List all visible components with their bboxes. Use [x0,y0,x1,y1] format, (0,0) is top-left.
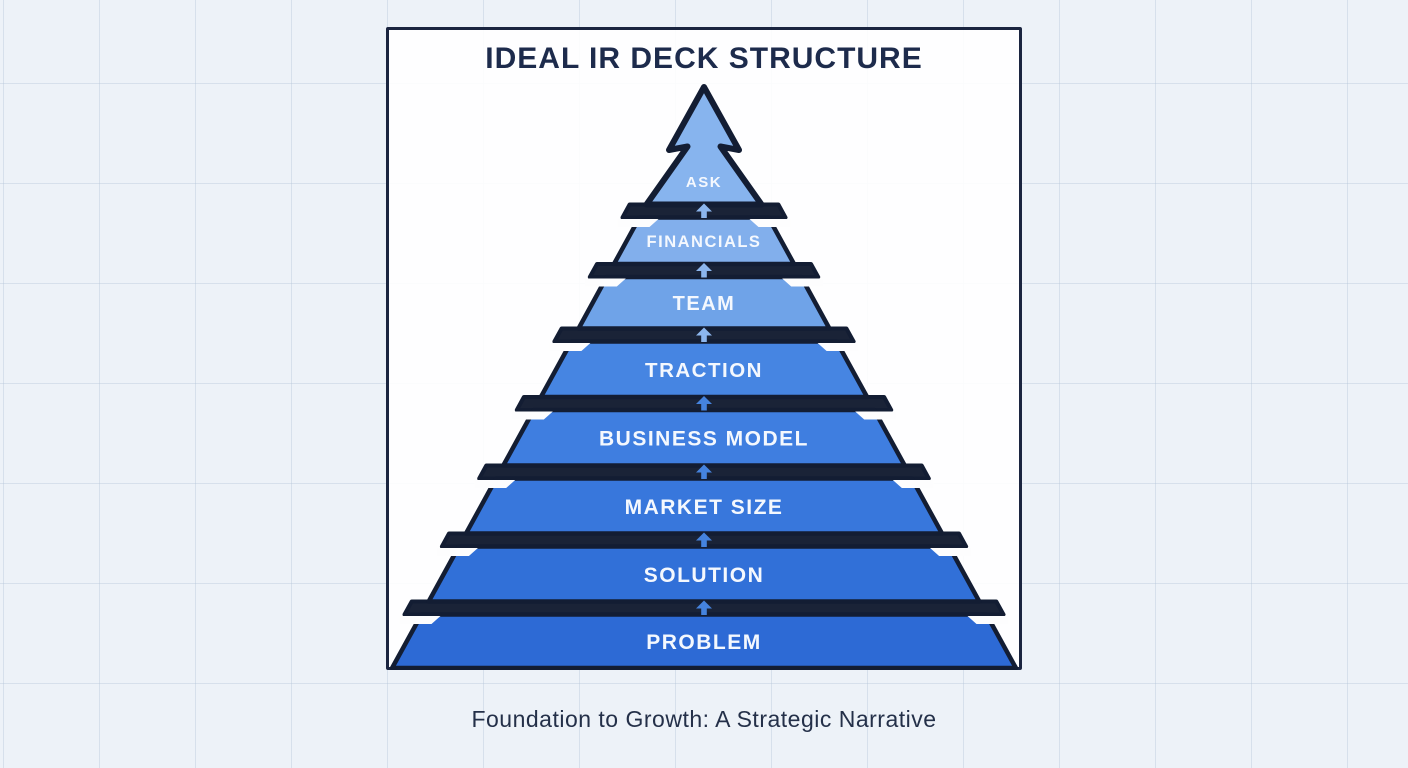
band-notch [817,343,859,351]
band-notch [474,480,516,488]
band-notch [892,480,934,488]
band-notch [584,278,626,287]
layer-label-team: TEAM [673,293,736,315]
band-notch [511,411,553,420]
layer-label-market-size: MARKET SIZE [625,496,784,519]
band-notch [749,219,791,227]
band-notch [617,219,659,227]
up-arrow-icon [696,464,712,479]
up-arrow-icon [696,396,712,411]
pyramid-layer-market-size [463,476,945,536]
pyramid-layer-team [576,274,832,331]
page-title: IDEAL IR DECK STRUCTURE [485,42,923,75]
pyramid-layer-traction [538,339,870,400]
pyramid-layer-solution [426,544,982,604]
layer-label-financials: FINANCIALS [647,233,762,251]
band-notch [399,616,441,624]
layer-label-traction: TRACTION [645,359,763,382]
pyramid-layer-business-model [501,407,907,468]
band-notch [930,548,972,556]
pyramid-diagram: ASK FINANCIALS TEAM TRACTION BUSINESS MO… [389,84,1019,670]
layer-label-ask: ASK [686,174,722,191]
up-arrow-icon [696,532,712,547]
diagram-caption: Foundation to Growth: A Strategic Narrat… [471,706,937,732]
pyramid-layer-problem [389,612,1019,670]
up-arrow-icon [696,600,712,615]
band-notch [549,343,591,351]
layer-label-problem: PROBLEM [646,631,762,654]
band-notch [967,616,1009,624]
band-notch [782,278,824,287]
band-notch [855,411,897,420]
layer-label-solution: SOLUTION [644,564,765,587]
diagram-card: IDEAL IR DECK STRUCTURE [386,27,1022,670]
up-arrow-icon [696,327,712,342]
up-arrow-icon [696,263,712,278]
band-notch [436,548,478,556]
pyramid-layer-financials [611,215,797,267]
layer-label-business-model: BUSINESS MODEL [599,428,809,451]
up-arrow-icon [696,203,712,218]
